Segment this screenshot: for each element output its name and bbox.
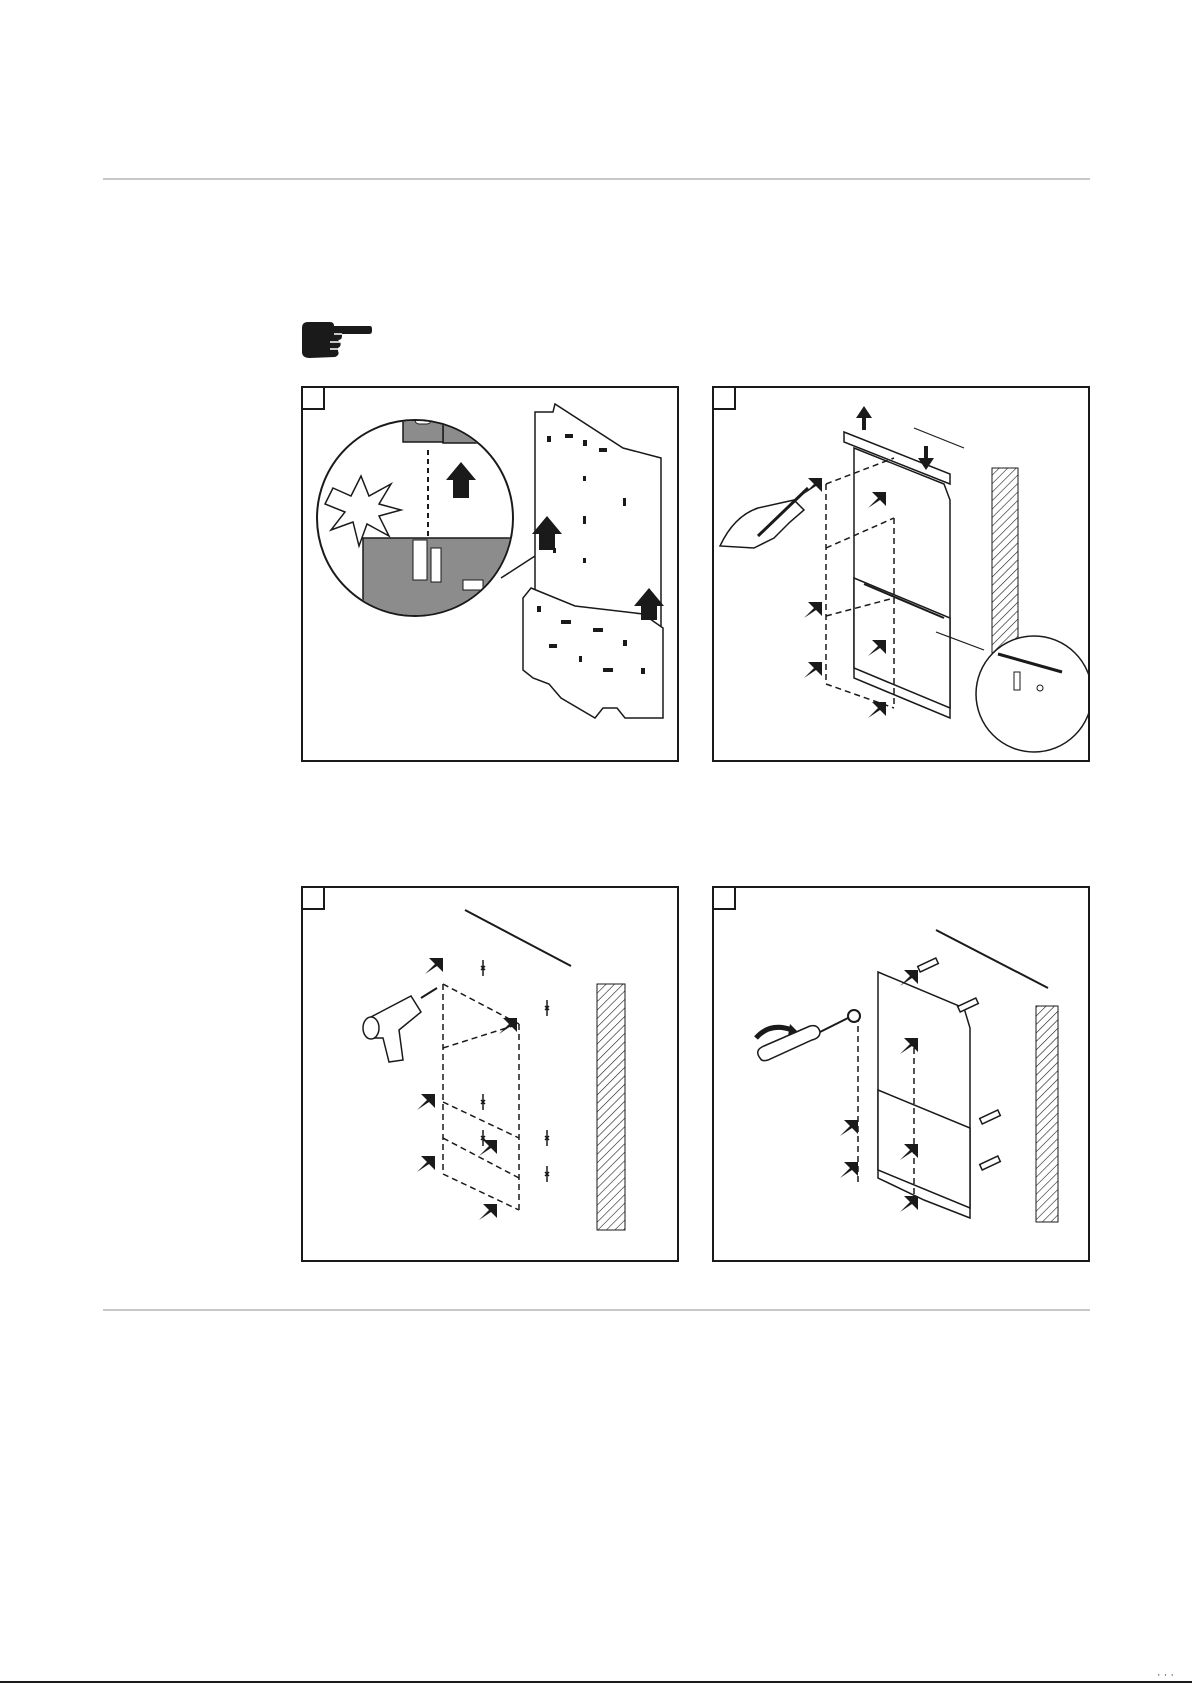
figure-step-4 bbox=[712, 886, 1090, 1262]
step-number-box bbox=[712, 886, 736, 910]
figure-step-3 bbox=[301, 886, 679, 1262]
footer-mark: · · · bbox=[1157, 1669, 1174, 1681]
figure-step-1 bbox=[301, 386, 679, 762]
step-number-box bbox=[301, 386, 325, 410]
top-divider bbox=[103, 178, 1090, 180]
page-footer-rule bbox=[0, 1681, 1192, 1683]
bottom-divider bbox=[103, 1309, 1090, 1311]
step-number-box bbox=[712, 386, 736, 410]
pointing-hand-icon bbox=[300, 318, 372, 362]
figure-step-2 bbox=[712, 386, 1090, 762]
step-number-box bbox=[301, 886, 325, 910]
